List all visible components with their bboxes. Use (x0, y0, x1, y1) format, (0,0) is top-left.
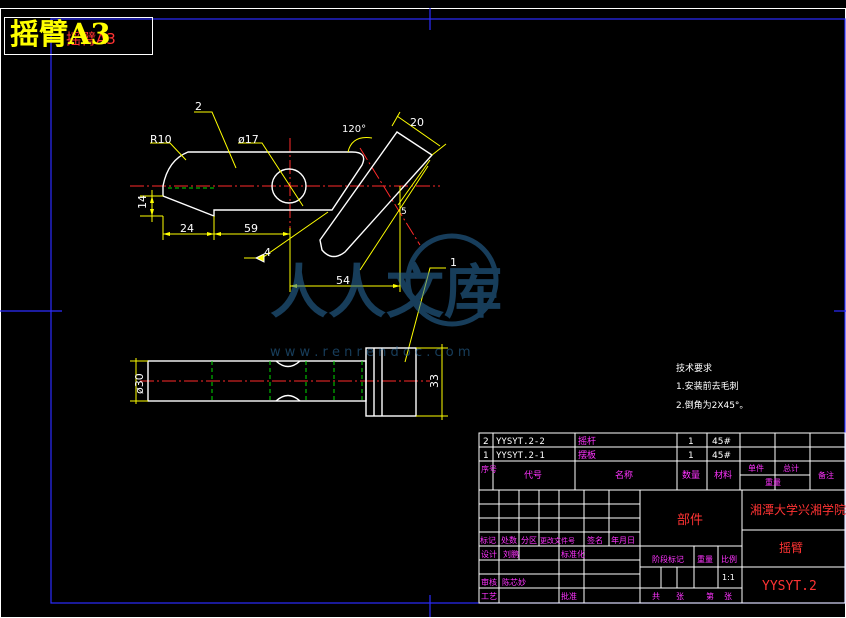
bom-header-material: 材料 (714, 469, 732, 481)
tb-date: 年月日 (611, 535, 635, 545)
watermark-url: w w w . r e n r e n d o c . c o m (270, 345, 471, 360)
bom-header-total: 总计 (783, 463, 799, 473)
dim-33: 33 (428, 374, 441, 388)
bom-seq: 2 (483, 437, 489, 447)
tb-mark: 标记 (480, 535, 496, 545)
bom-header: 序号 代号 名称 数量 材料 单件 总计 重量 备注 (481, 463, 834, 487)
bom-header-code: 代号 (524, 470, 542, 481)
tb-zone: 分区 (521, 536, 537, 545)
dim-r10: R10 (150, 133, 172, 146)
tb-sheets: 张 (676, 592, 684, 601)
bom-header-unit: 单件 (748, 463, 764, 473)
tb-designer: 设计 (481, 549, 497, 559)
tb-change: 更改文件号 (540, 536, 575, 545)
bom-qty: 1 (688, 451, 694, 461)
tb-scale: 1:1 (722, 573, 735, 582)
tb-count: 处数 (501, 535, 517, 545)
tb-approve: 批准 (561, 591, 577, 601)
tb-scale-label: 比例 (721, 554, 737, 564)
centerlines-top (130, 138, 440, 246)
bom-header-weight: 重量 (765, 477, 781, 487)
notes-heading: 技术要求 (676, 362, 712, 374)
bom-grid (478, 432, 846, 491)
tb-weight: 重量 (697, 554, 713, 564)
tb-drawing-no: YYSYT.2 (762, 579, 817, 594)
title-block-grid (478, 489, 846, 604)
bom-header-qty: 数量 (682, 469, 700, 481)
part-label-2: 2 (195, 100, 202, 113)
watermark: 人人文库 w w w . r e n r e n d o c . c o m (270, 233, 502, 360)
tb-total: 共 (652, 592, 660, 601)
shaft-outline (147, 347, 417, 417)
arrowheads (150, 196, 400, 288)
bom-material: 45# (712, 437, 731, 447)
tb-process: 工艺 (481, 592, 497, 601)
dim-59: 59 (244, 222, 258, 235)
title-block-labels: 标记 处数 分区 更改文件号 签名 年月日 设计 刘鹏 标准化 审核 陈芯妙 工… (480, 535, 737, 601)
tb-sign: 签名 (587, 535, 603, 545)
title-box (4, 17, 153, 55)
bom-code: YYSYT.2-1 (496, 451, 545, 461)
dim-24: 24 (180, 222, 194, 235)
tb-stage: 阶段标记 (652, 554, 684, 564)
bom-name: 摇杆 (578, 435, 596, 447)
dim-54: 54 (336, 274, 350, 287)
notes-line2: 2.倒角为2X45°。 (676, 399, 748, 411)
part-label-1: 1 (450, 256, 457, 269)
bom-header-seq: 序号 (481, 464, 497, 474)
tb-sheet-no: 第 (706, 591, 714, 601)
notes-line1: 1.安装前去毛刺 (676, 380, 739, 392)
tb-part-type: 部件 (677, 513, 703, 528)
tb-sheet: 张 (724, 592, 732, 601)
bom-header-name: 名称 (615, 469, 633, 481)
tb-sig2: 陈芯妙 (502, 577, 526, 587)
bom-header-remark: 备注 (818, 470, 834, 480)
drawing-title: 摇臂A3 (10, 17, 111, 51)
bom-code: YYSYT.2-2 (496, 437, 545, 447)
title-shadow: 摇臂A3 (66, 30, 116, 48)
bom-qty: 1 (688, 437, 694, 447)
bom-seq: 1 (483, 451, 489, 461)
bom-name: 摆板 (578, 449, 596, 461)
bom-rows: 2 YYSYT.2-2 摇杆 1 45# 1 YYSYT.2-1 摆板 1 45… (483, 435, 731, 461)
dim-14: 14 (136, 195, 149, 209)
dim-20: 20 (410, 116, 424, 129)
tb-reviewer: 审核 (481, 577, 497, 587)
dim-5: 5 (401, 207, 407, 217)
watermark-brand: 人人文库 (270, 258, 502, 326)
tb-school: 湘潭大学兴湘学院 (750, 502, 846, 517)
bom-material: 45# (712, 451, 731, 461)
dimensions-shaft (130, 344, 448, 420)
tb-standard: 标准化 (561, 549, 585, 559)
frame-center-marks (0, 8, 846, 617)
dim-angle: 120° (342, 124, 366, 135)
dim-phi30: ø30 (133, 373, 146, 394)
arm-outline (162, 131, 434, 258)
dim-phi17: ø17 (238, 133, 259, 146)
tb-sig1: 刘鹏 (503, 549, 519, 559)
dim-4: 4 (264, 246, 271, 259)
dimensions-top (140, 111, 447, 363)
tb-drawing-name: 摇臂 (779, 541, 803, 555)
